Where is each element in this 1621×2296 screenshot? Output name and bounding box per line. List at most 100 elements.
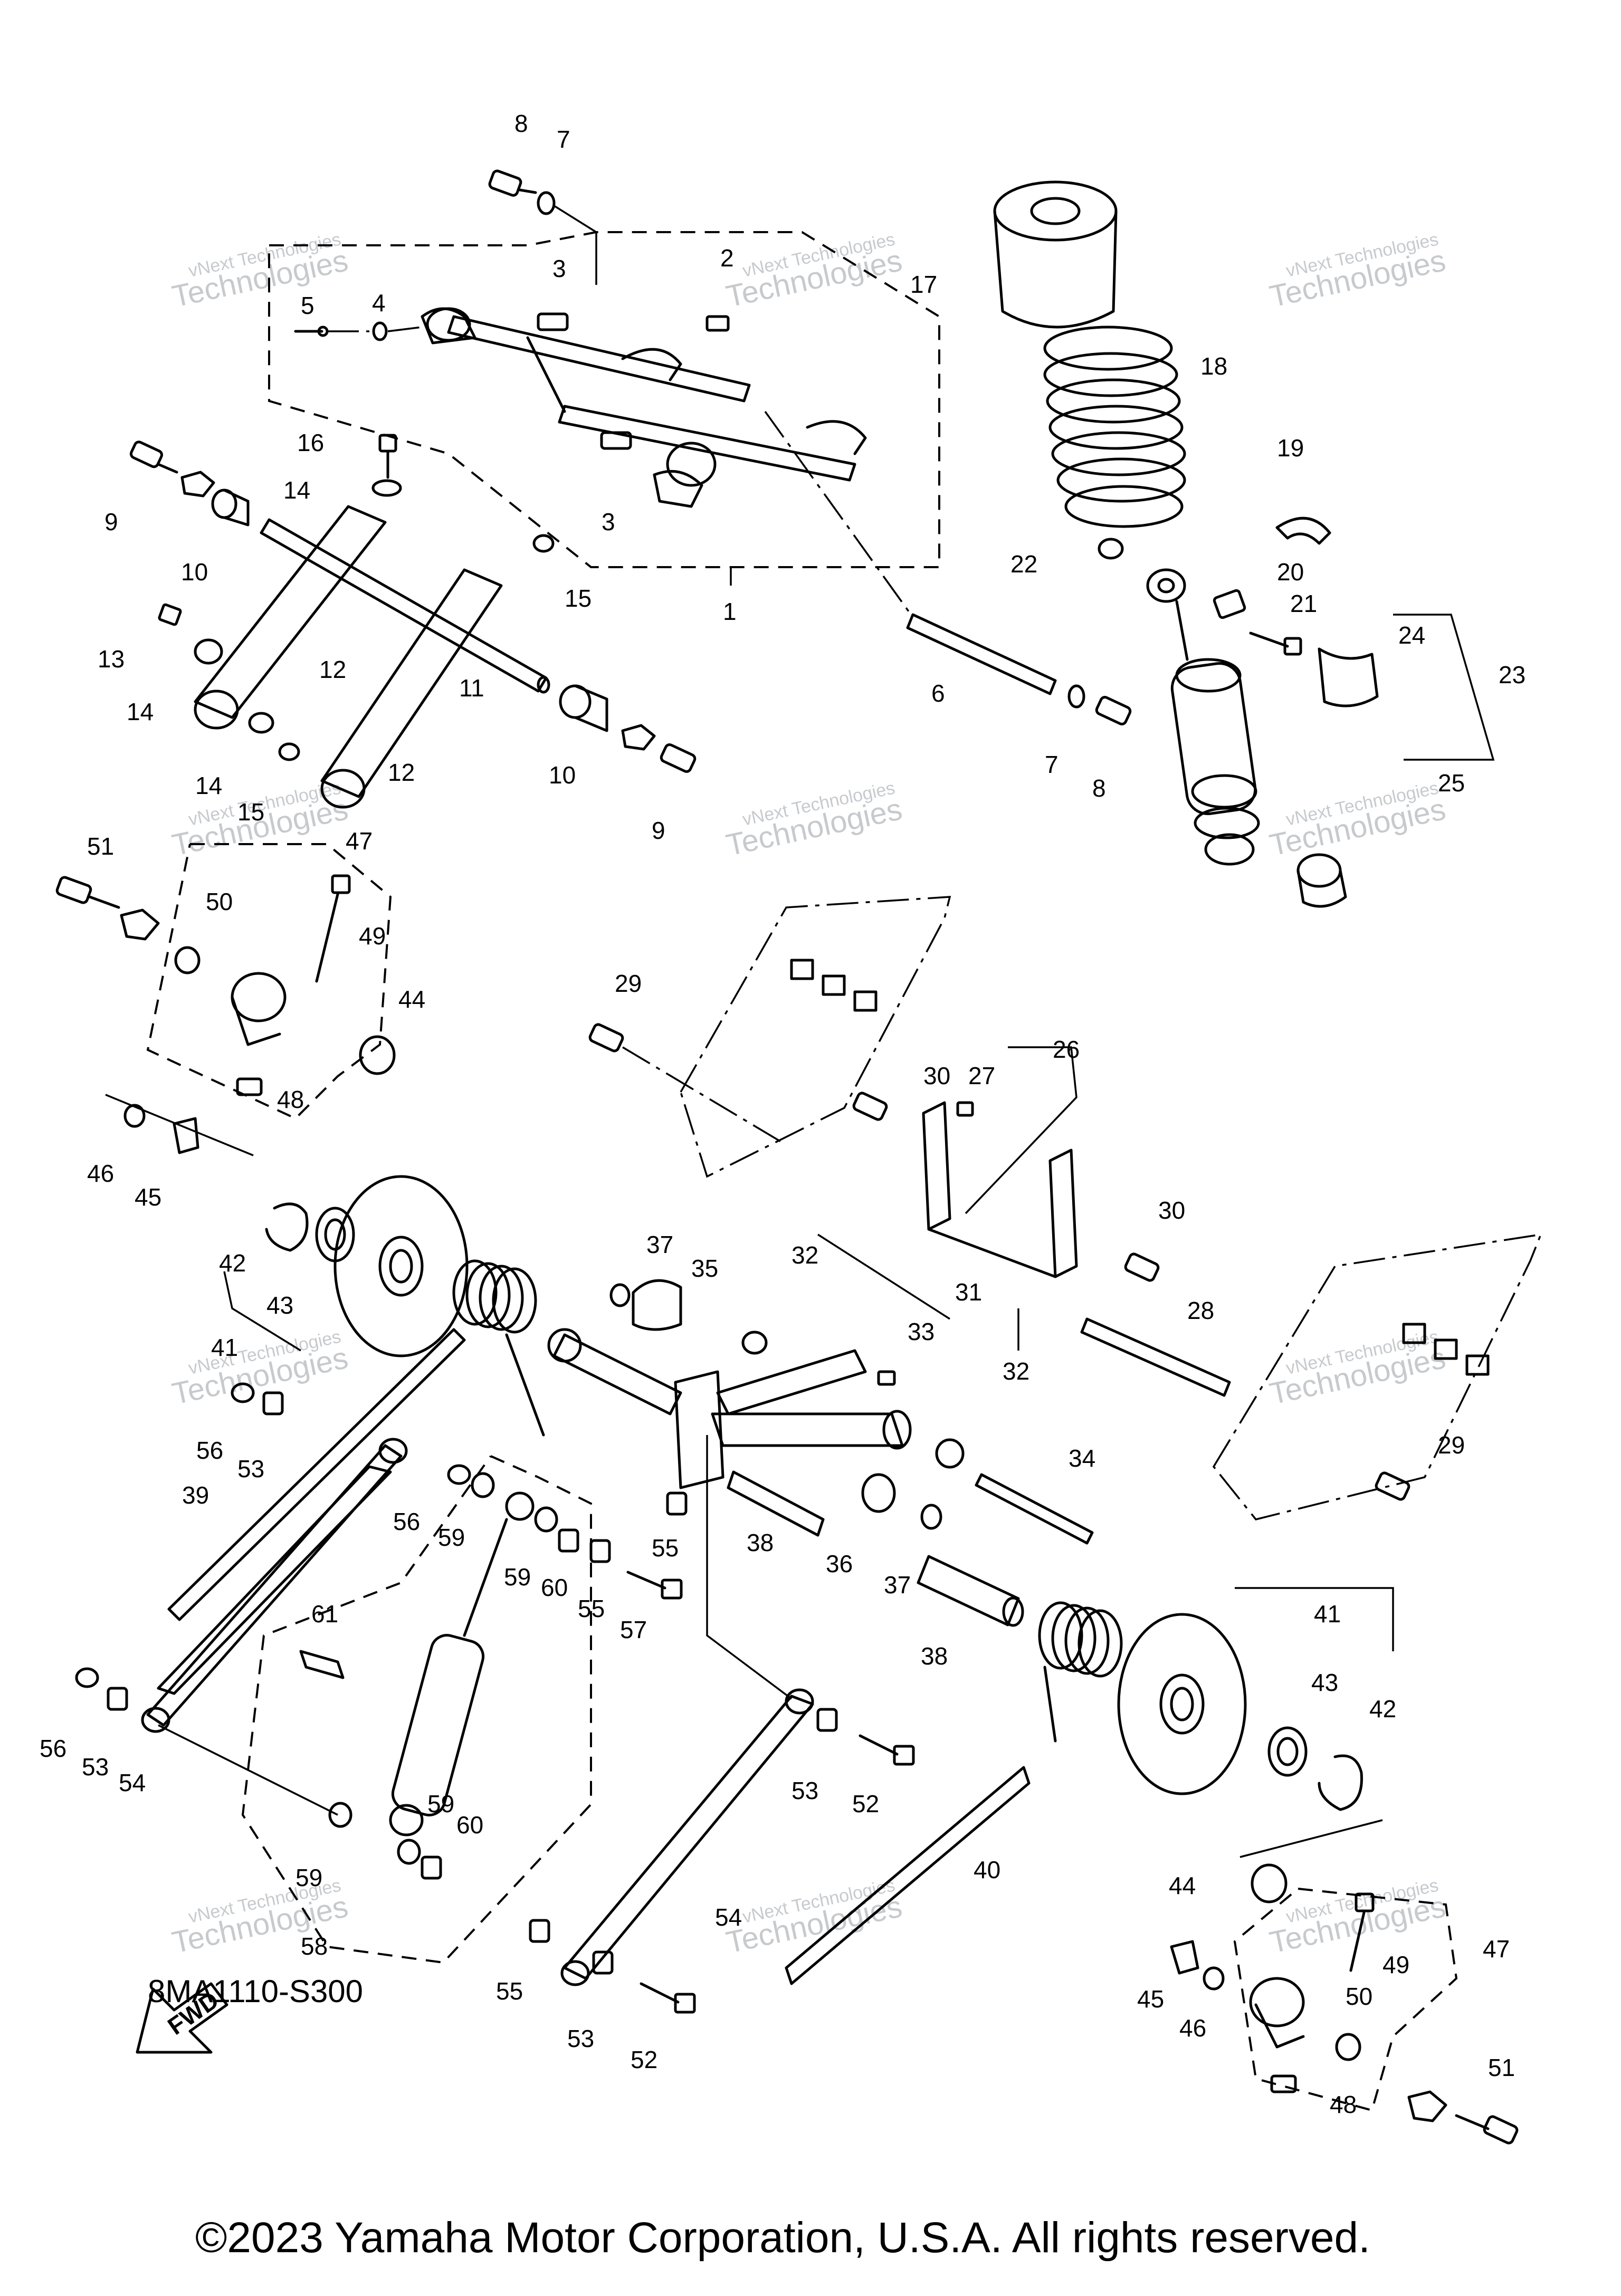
callout: 51 [1488,2054,1515,2081]
callout: 53 [82,1753,109,1781]
group-box-47a [146,843,392,1120]
collar-10b [559,684,608,732]
callout: 56 [196,1437,223,1464]
callout: 39 [182,1481,209,1509]
callout: 38 [747,1529,774,1556]
callout: 42 [1369,1695,1396,1723]
bolt-21 [1249,632,1302,656]
washer-4 [372,321,388,341]
bearing-43b [1267,1726,1308,1777]
callout: 5 [301,292,314,319]
collar-32a [741,1331,768,1355]
collar-60b [421,1855,442,1880]
collar-44a [359,1035,396,1075]
collar-53d [592,1950,614,1975]
callout: 14 [283,476,310,504]
callout: 32 [1003,1357,1029,1385]
callout: 26 [1053,1036,1080,1063]
bolt-30b [1124,1252,1160,1282]
callout: 51 [87,833,114,860]
callout: 29 [615,970,642,997]
callout: 2 [720,244,734,272]
bolt-49a [315,874,351,983]
bolt-8-right [1095,696,1132,725]
bolt-29b [1375,1471,1410,1501]
callout: 33 [908,1318,935,1345]
washer-plate-51 [120,908,160,941]
collar-60a [558,1528,579,1553]
shaft-11 [260,518,550,694]
callout: 50 [206,888,233,915]
callout: 21 [1290,590,1317,617]
callout: 56 [40,1735,66,1762]
collar-55c [529,1919,550,1943]
grease-33 [877,1370,896,1386]
collar-50a [174,946,201,974]
callout: 47 [1483,1935,1510,1963]
callout: 47 [346,827,373,855]
rear-arm [421,307,867,508]
callout: 45 [135,1183,161,1211]
callout: 35 [691,1255,718,1282]
callout: 61 [311,1600,338,1628]
bolt-52b [640,1982,696,2014]
callout: 14 [195,772,222,799]
shaft-28 [1080,1317,1231,1397]
washer-46b [1203,1966,1225,1991]
callout: 3 [602,508,615,535]
callout: 11 [459,674,484,702]
callout: 46 [1179,2014,1206,2042]
nut-48a [236,1077,263,1096]
diagram-code: 8MA1110-S300 [148,1974,364,2009]
link-54a [141,1438,408,1733]
stopper-35 [632,1279,682,1331]
callout: 31 [955,1278,982,1306]
callout: 55 [578,1595,605,1622]
nut-15-upper [532,534,555,553]
bracket-26 [922,1101,1078,1278]
pin-5 [294,326,329,337]
callout: 12 [319,656,346,683]
washer-37b [920,1504,942,1530]
callout: 38 [921,1642,948,1670]
callout: 57 [620,1616,647,1643]
grease-nipple-2 [705,315,730,332]
slide-rail-lower [1212,1233,1542,1520]
callout: 20 [1277,558,1304,586]
callout: 54 [119,1769,146,1796]
callout: 53 [567,2025,594,2052]
callout: 45 [1137,1985,1164,2013]
washer-37a [609,1283,631,1307]
callout: 55 [496,1977,523,2005]
collar-59d [328,1802,352,1828]
slide-rail-upper [680,896,951,1178]
clip-19 [1275,516,1331,545]
shaft-34 [975,1473,1094,1545]
grease-27 [956,1101,974,1117]
callout: 42 [219,1249,246,1277]
callout: 59 [295,1864,322,1891]
collar-55a [589,1539,611,1563]
link-54b [560,1688,814,1986]
washer-plate-51b [1407,2090,1447,2122]
callout: 37 [646,1231,673,1258]
callout: 7 [557,126,570,153]
callout: 32 [792,1241,818,1269]
arm-40 [785,1766,1031,1985]
callout: 7 [1045,751,1059,778]
callout: 52 [852,1790,879,1817]
callout: 41 [211,1334,238,1361]
block-61 [299,1650,345,1679]
bolt-30a [852,1092,888,1121]
nut-56a [231,1382,255,1403]
collar-59e [397,1839,421,1865]
collar-59b [505,1491,535,1521]
callout: 24 [1398,621,1425,649]
callout: 36 [826,1550,853,1577]
collar-32b [935,1438,965,1469]
callout: 9 [652,817,665,844]
spring-18 [1043,326,1186,528]
callout: 43 [1311,1669,1338,1696]
bolt-29a [588,1023,624,1053]
washer-plate-9b [621,724,656,751]
